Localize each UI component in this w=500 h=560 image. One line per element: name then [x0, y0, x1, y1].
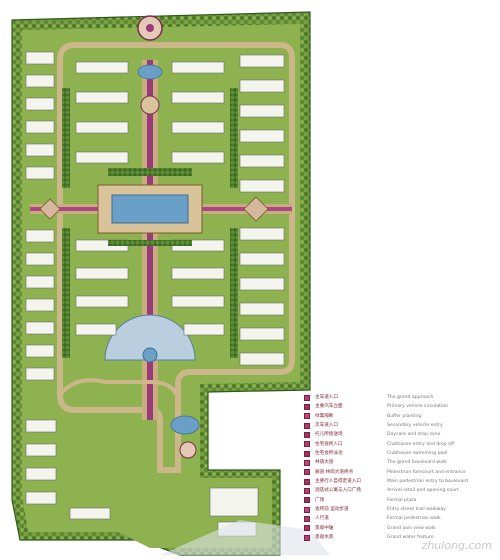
legend-swatch — [304, 460, 310, 467]
south-semicircle-plaza — [104, 314, 196, 361]
legend-label-en: Daycare and drop zone — [387, 432, 441, 438]
legend-label-cn: 住宅会所泳池 — [315, 451, 343, 457]
legend-label-cn: 次车道入口 — [315, 423, 338, 429]
legend-item: 主车道入口 The grand approach — [304, 393, 494, 402]
legend-item: 主要汽车立面 Primary vehicle circulation — [304, 402, 494, 411]
legend-label-cn: 主车道入口 — [315, 395, 338, 400]
legend-swatch — [304, 413, 310, 420]
legend-item: 酒店式公寓与入口广场 Arrival retail and opening cou… — [304, 486, 494, 495]
legend-swatch — [304, 394, 310, 401]
legend-swatch — [304, 432, 310, 439]
legend-label-cn: 廊道 林荫大道终点 — [315, 469, 354, 475]
south-fountain — [142, 347, 158, 363]
legend-swatch — [304, 525, 310, 532]
legend-swatch — [304, 441, 310, 448]
legend-label-en: Formal pedestrian walk — [387, 516, 441, 522]
north-plaza — [140, 95, 160, 115]
watermark: zhulong.com — [421, 539, 492, 552]
legend-swatch — [304, 450, 310, 457]
legend-swatch — [304, 488, 310, 495]
legend-swatch — [304, 422, 310, 429]
legend-label-en: The grand boulevard walk — [387, 460, 447, 466]
legend-item: 景观中轴 Grand axis view walk — [304, 524, 494, 533]
north-entry-center — [146, 24, 154, 32]
lower-roundabout — [179, 441, 197, 459]
legend-item: 绿篱隔断 Buffer planting — [304, 412, 494, 421]
legend-label-cn: 主要汽车立面 — [315, 404, 343, 410]
plaza-diamond-west — [39, 198, 61, 220]
legend-swatch — [304, 469, 310, 476]
legend-item: 人行道 Formal pedestrian walk — [304, 514, 494, 523]
legend-label-en: Arrival retail and opening court — [387, 488, 459, 494]
plaza-diamond-east — [243, 196, 269, 222]
legend-swatch — [304, 497, 310, 504]
legend-label-cn: 绿篱隔断 — [315, 413, 334, 419]
foreground-shadow — [160, 520, 330, 555]
buildings-east — [239, 54, 285, 366]
north-pool — [137, 64, 163, 80]
legend-label-cn: 景观水景 — [315, 535, 334, 541]
legend-label-en: Secondary vehicle entry — [387, 423, 443, 429]
buildings-inner-west — [75, 61, 129, 336]
legend-item: 广场 Formal plaza — [304, 496, 494, 505]
legend-label-en: Formal plaza — [387, 497, 417, 503]
legend-swatch — [304, 506, 310, 513]
buildings-inner-east — [171, 61, 225, 336]
legend-item: 住宅会所泳池 Clubhouse swimming pool — [304, 449, 494, 458]
south-lawn-loop-path — [58, 378, 180, 401]
legend-label-en: Primary vehicle circulation — [387, 404, 448, 410]
legend-swatch — [304, 534, 310, 541]
buildings-west — [25, 51, 55, 381]
legend-label-cn: 人行道 — [315, 516, 329, 522]
legend-swatch — [304, 516, 310, 523]
legend-item: 主要行人自得走道入口 Main pedestrian entry to boule… — [304, 477, 494, 486]
legend-label-en: Grand axis view walk — [387, 525, 436, 531]
legend-label-en: Clubhouse swimming pool — [387, 451, 448, 457]
legend-label-en: Clubhouse entry and drop off — [387, 441, 455, 447]
legend-label-en: Main pedestrian entry to boulevard — [387, 479, 469, 485]
legend-label-en: Buffer planting — [387, 413, 422, 419]
legend-item: 住宅会所入口 Clubhouse entry and drop off — [304, 440, 494, 449]
plan-legend: 主车道入口 The grand approach 主要汽车立面 Primary veh… — [304, 393, 494, 543]
legend-swatch — [304, 478, 310, 485]
legend-label-cn: 景观中轴 — [315, 525, 334, 531]
legend-label-cn: 广场 — [315, 497, 325, 503]
legend-swatch — [304, 404, 310, 411]
legend-item: 会所前 运动步道 Entry street trail walkway — [304, 505, 494, 514]
legend-label-en: Grand water feature — [387, 535, 434, 541]
legend-item: 廊道 林荫大道终点 Pedestrian forecourt and entran… — [304, 468, 494, 477]
legend-label-cn: 托儿所接送场 — [315, 432, 343, 438]
legend-label-cn: 林荫大道 — [315, 460, 334, 466]
lower-pond — [170, 415, 200, 435]
legend-label-en: Entry street trail walkway — [387, 507, 446, 513]
legend-label-cn: 酒店式公寓与入口广场 — [315, 488, 361, 494]
central-water-feature — [111, 194, 189, 224]
hedge-rows — [62, 88, 238, 358]
legend-label-cn: 住宅会所入口 — [315, 441, 343, 447]
legend-item: 托儿所接送场 Daycare and drop zone — [304, 430, 494, 439]
legend-item: 次车道入口 Secondary vehicle entry — [304, 421, 494, 430]
legend-item: 林荫大道 The grand boulevard walk — [304, 458, 494, 467]
legend-label-en: The grand approach — [387, 395, 434, 400]
perimeter-ring-road — [57, 42, 295, 473]
legend-label-cn: 主要行人自得走道入口 — [315, 479, 361, 485]
legend-item: 景观水景 Grand water feature — [304, 533, 494, 542]
legend-label-en: Pedestrian forecourt and entrance — [387, 469, 466, 475]
legend-label-cn: 会所前 运动步道 — [315, 507, 349, 513]
